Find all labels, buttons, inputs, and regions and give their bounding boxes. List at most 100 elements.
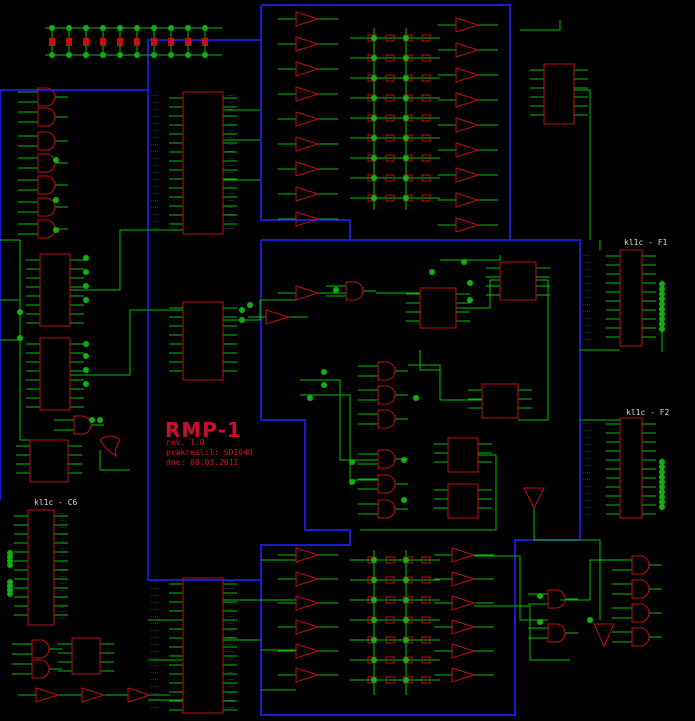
- and-gate: [73, 415, 92, 435]
- ic-u2: [182, 301, 224, 381]
- junction-dot: [100, 25, 106, 31]
- and-gate: [631, 555, 650, 575]
- buffer-gate: [451, 643, 476, 659]
- ic-u3: [182, 577, 224, 714]
- resistor-array: [49, 34, 431, 684]
- junction-dot: [83, 283, 89, 289]
- pin-label: ----: [226, 226, 234, 230]
- junction-dot: [83, 367, 89, 373]
- interconnect-wire: [518, 279, 549, 421]
- pin-label: ----: [150, 593, 158, 597]
- pin-label: ----: [226, 656, 234, 660]
- pin-label: ----: [150, 691, 158, 695]
- connector-f2: [619, 417, 643, 519]
- junction-dot: [17, 309, 23, 315]
- buffer-gate: [295, 547, 320, 563]
- pin-label: ----: [150, 142, 158, 146]
- junction-dot: [371, 617, 377, 623]
- junction-dot: [117, 25, 123, 31]
- pin-label: ----: [150, 100, 158, 104]
- resistor: [421, 114, 431, 122]
- pin-label: ----: [582, 337, 590, 341]
- junction-dot: [659, 464, 665, 470]
- resistor: [421, 174, 431, 182]
- date-label: dne: 08.03.2011: [166, 458, 239, 467]
- pin-label: ----: [582, 463, 590, 467]
- buffer-gate: [295, 211, 320, 227]
- buffer-gate: [295, 136, 320, 152]
- pin-label: ----: [150, 114, 158, 118]
- pin-label: ----: [226, 142, 234, 146]
- resistor: [134, 38, 140, 46]
- pin-label: ----: [226, 128, 234, 132]
- buffer-gate: [455, 192, 480, 208]
- resistor: [421, 154, 431, 162]
- resistor: [421, 656, 431, 664]
- junction-dot: [83, 297, 89, 303]
- pin-label: ----: [582, 260, 590, 264]
- resistor: [385, 54, 395, 62]
- junction-dot: [401, 497, 407, 503]
- pin-label: ----: [582, 330, 590, 334]
- junction-dot: [659, 499, 665, 505]
- pin-label: ----: [150, 684, 158, 688]
- pin-label: ----: [582, 316, 590, 320]
- and-gate: [37, 107, 56, 127]
- and-gate: [37, 131, 56, 151]
- resistor: [421, 596, 431, 604]
- and-gate: [377, 361, 396, 381]
- pin-label: ----: [58, 602, 66, 606]
- buffer-gate: [295, 186, 320, 202]
- junction-dot: [659, 291, 665, 297]
- resistor: [385, 676, 395, 684]
- junction-dot: [403, 617, 409, 623]
- junction-dot: [83, 269, 89, 275]
- pin-label: ----: [150, 205, 158, 209]
- pin-label: ----: [226, 205, 234, 209]
- junction-dot: [401, 457, 407, 463]
- junction-dot: [403, 557, 409, 563]
- interconnect-wire: [419, 350, 440, 371]
- pin-label: ----: [226, 635, 234, 639]
- pin-label: ----: [226, 649, 234, 653]
- pin-label: ----: [150, 121, 158, 125]
- junction-dot: [168, 52, 174, 58]
- junction-dots: [7, 25, 665, 683]
- and-gate: [345, 281, 364, 301]
- and-gate: [377, 385, 396, 405]
- and-gate: [377, 449, 396, 469]
- junction-dot: [659, 326, 665, 332]
- and-gate: [377, 409, 396, 429]
- junction-dot: [659, 296, 665, 302]
- pin-label: ----: [226, 163, 234, 167]
- pin-label: ----: [150, 149, 158, 153]
- buffer-gate: [35, 687, 60, 703]
- resistor: [421, 94, 431, 102]
- resistor: [66, 38, 72, 46]
- interconnect-wire: [360, 454, 497, 531]
- junction-dot: [659, 484, 665, 490]
- junction-dot: [7, 591, 13, 597]
- pin-label: ----: [582, 456, 590, 460]
- junction-dot: [659, 474, 665, 480]
- resistor: [421, 194, 431, 202]
- and-gate: [37, 219, 56, 239]
- junction-dot: [429, 269, 435, 275]
- pin-label: ----: [58, 511, 66, 515]
- interconnect-wire: [574, 89, 591, 240]
- pin-label: ----: [582, 302, 590, 306]
- buffer-gate: [127, 687, 152, 703]
- ic-u5: [39, 337, 71, 411]
- resistor: [421, 636, 431, 644]
- pin-label: ----: [226, 107, 234, 111]
- interconnect-wire: [70, 229, 183, 291]
- resistor: [421, 34, 431, 42]
- pin-label: ----: [226, 586, 234, 590]
- pin-label: ----: [150, 212, 158, 216]
- junction-dot: [349, 479, 355, 485]
- pin-label: ----: [226, 191, 234, 195]
- junction-dot: [659, 504, 665, 510]
- junction-dot: [403, 597, 409, 603]
- junction-dot: [53, 197, 59, 203]
- ic-u6: [29, 439, 69, 483]
